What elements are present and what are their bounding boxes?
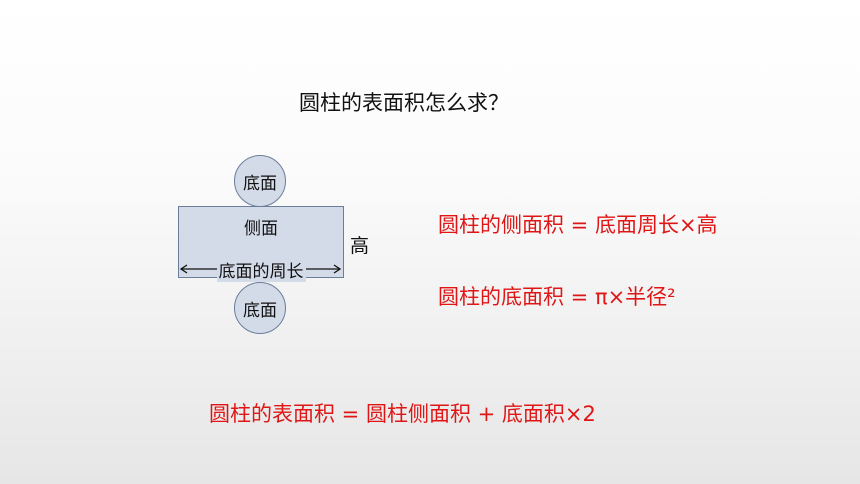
lateral-area-formula: 圆柱的侧面积 = 底面周长×高 [438, 213, 718, 237]
lateral-surface-rectangle: 侧面 底面的周长 [178, 206, 344, 282]
bottom-base-circle: 底面 [234, 282, 286, 334]
top-base-circle: 底面 [234, 155, 286, 207]
surface-area-formula: 圆柱的表面积 = 圆柱侧面积 + 底面积×2 [209, 402, 596, 426]
height-label: 高 [350, 235, 370, 257]
slide-title: 圆柱的表面积怎么求？ [299, 91, 509, 115]
bottom-base-label: 底面 [243, 300, 277, 321]
lateral-surface-label: 侧面 [244, 219, 278, 239]
base-area-formula: 圆柱的底面积 = π×半径² [438, 285, 676, 309]
top-base-label: 底面 [243, 173, 277, 194]
perimeter-label: 底面的周长 [216, 262, 306, 282]
perimeter-dimension: 底面的周长 [179, 255, 343, 282]
